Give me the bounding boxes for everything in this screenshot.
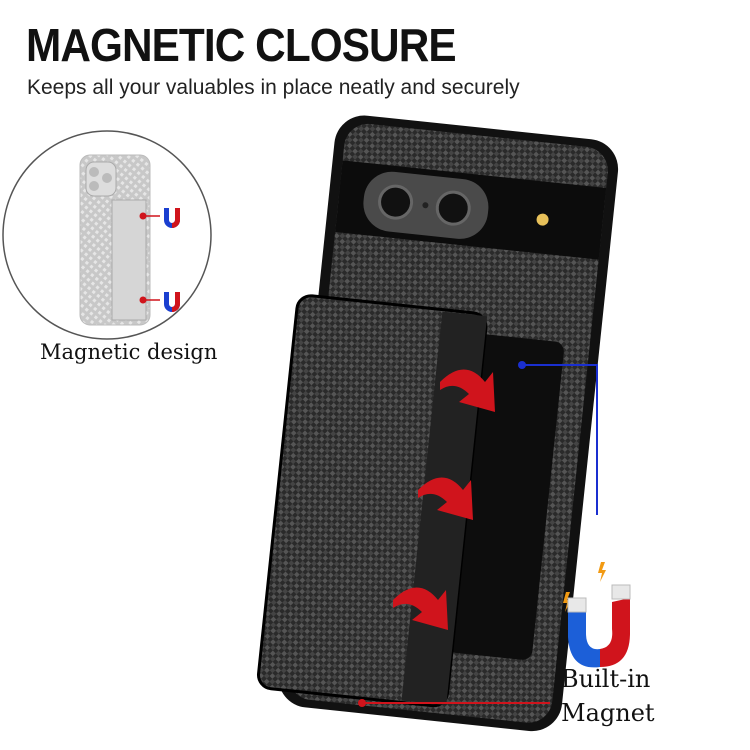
- built-in-magnet-label: Built-in Magnet: [561, 662, 655, 730]
- curved-arrow-icon: [440, 369, 495, 412]
- opening-arrows: [393, 369, 495, 630]
- phone-case: [256, 115, 619, 732]
- magnetic-design-label: Magnetic design: [40, 340, 218, 364]
- built-in-label-line1: Built-in: [561, 665, 651, 693]
- small-magnet-icon: [164, 292, 180, 312]
- page-subtitle: Keeps all your valuables in place neatly…: [27, 76, 520, 99]
- magnet-icon: [563, 562, 631, 668]
- magnet-leader-lines: [358, 361, 598, 707]
- curved-arrow-icon: [393, 587, 448, 630]
- built-in-label-line2: Magnet: [561, 699, 655, 727]
- camera-bar: [335, 160, 607, 260]
- curved-arrow-icon: [418, 477, 473, 520]
- small-magnet-icon: [164, 208, 180, 228]
- magnetic-design-inset: [2, 130, 212, 340]
- page-title: MAGNETIC CLOSURE: [26, 19, 457, 71]
